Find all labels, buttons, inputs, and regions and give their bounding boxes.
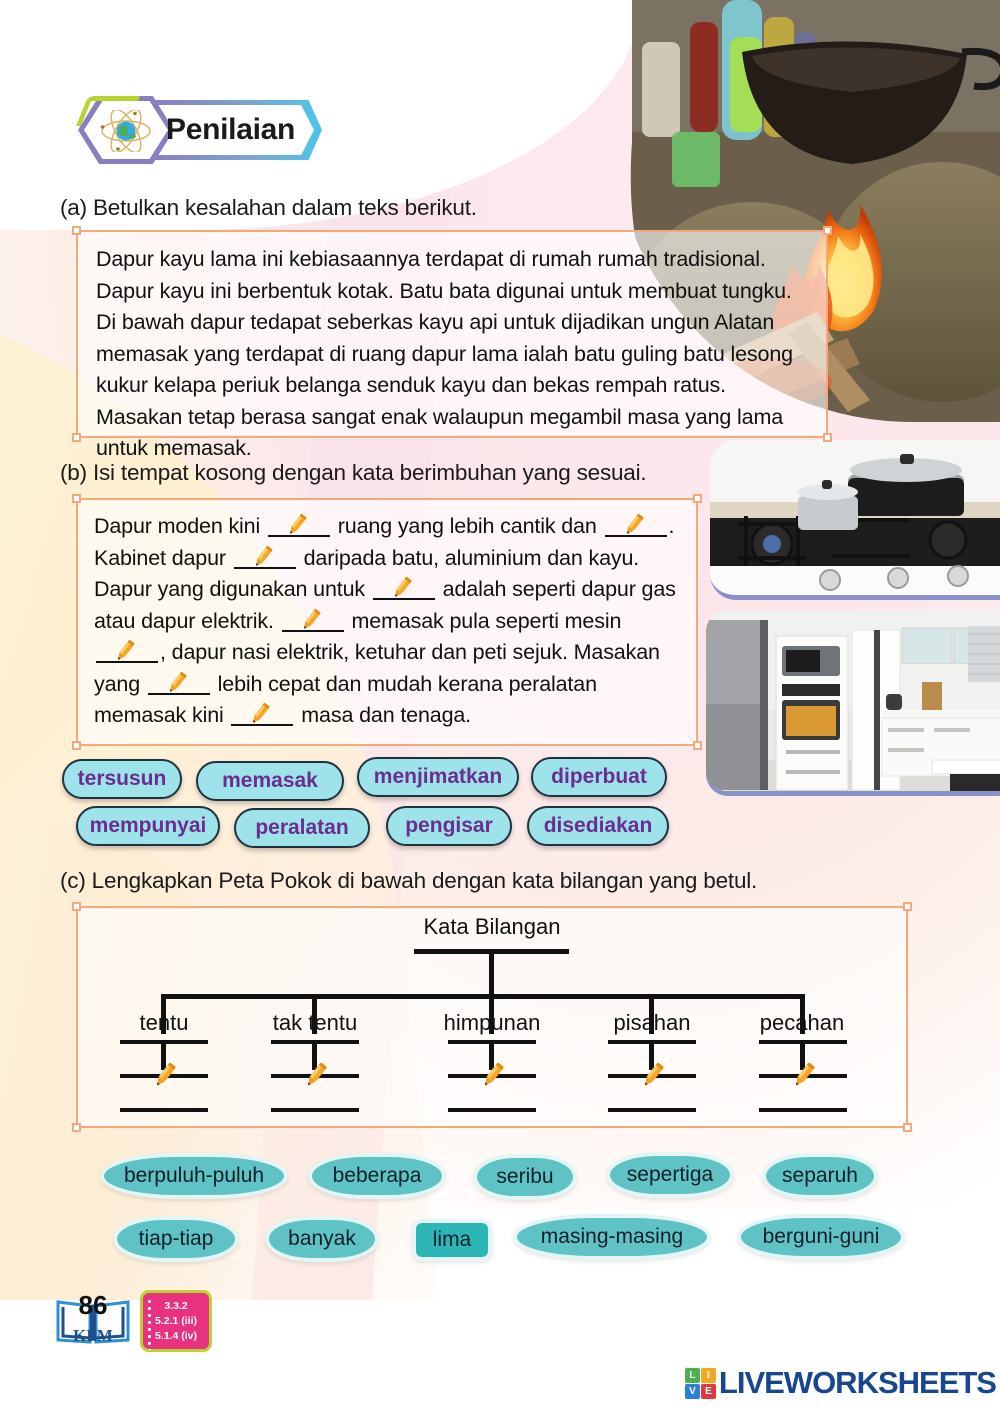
answer-blank-1[interactable] (267, 513, 330, 537)
perforation-dots (147, 1298, 152, 1350)
word-chip-berguni-guni[interactable]: berguni-guni (737, 1214, 905, 1260)
tree-connector (161, 994, 805, 999)
pencil-icon (644, 1062, 664, 1086)
code-line-1: 3.3.2 (164, 1299, 188, 1312)
pencil-icon (289, 513, 307, 534)
tree-root-label: Kata Bilangan (423, 914, 561, 939)
cloze-text-8: masa dan tenaga. (295, 703, 472, 727)
answer-blank-5[interactable] (281, 608, 344, 632)
word-chip-tersusun[interactable]: tersusun (62, 759, 182, 799)
tree-node-pecahan: pecahan (759, 1010, 845, 1035)
word-chip-peralatan[interactable]: peralatan (234, 808, 370, 848)
tree-answer-slot-4[interactable] (608, 1040, 696, 1112)
answer-blank-4[interactable] (372, 576, 435, 600)
kpm-label: KPM (73, 1326, 113, 1345)
question-b-label: (b) Isi tempat kosong dengan kata berimb… (60, 460, 647, 485)
question-b-cloze: Dapur moden kini ruang yang lebih cantik… (78, 500, 696, 732)
word-chip-lima[interactable]: lima (412, 1219, 492, 1261)
tree-map: Kata Bilangan tentu tak tentu himpunan p… (76, 906, 908, 1128)
logo-block-e: E (700, 1383, 716, 1399)
question-b-textbox: Dapur moden kini ruang yang lebih cantik… (72, 494, 702, 750)
penilaian-badge: Penilaian (75, 96, 322, 164)
logo-block-v: V (684, 1383, 700, 1399)
pencil-icon (626, 513, 644, 534)
logo-wordmark: LIVEWORKSHEETS (718, 1365, 997, 1400)
pencil-icon (156, 1062, 176, 1086)
question-a-textbox: Dapur kayu lama ini kebiasaannya terdapa… (72, 226, 832, 460)
word-chip-mempunyai[interactable]: mempunyai (76, 806, 220, 846)
answer-blank-8[interactable] (231, 702, 294, 726)
tree-node-tak-tentu: tak tentu (272, 1010, 358, 1035)
word-chip-disediakan[interactable]: disediakan (527, 806, 669, 846)
tree-node-himpunan: himpunan (443, 1010, 541, 1035)
liveworksheets-logo: L I V E LIVEWORKSHEETS (684, 1365, 997, 1400)
answer-blank-6[interactable] (96, 639, 158, 663)
tree-answer-slot-2[interactable] (271, 1040, 359, 1112)
curriculum-code-badge: 3.3.2 5.2.1 (iii) 5.1.4 (iv) (140, 1290, 212, 1352)
word-chip-separuh[interactable]: separuh (762, 1153, 878, 1199)
page-number-badge: 86 KPM (52, 1288, 134, 1358)
answer-blank-7[interactable] (147, 671, 210, 695)
logo-letter-blocks: L I V E (684, 1367, 716, 1399)
logo-block-l: L (684, 1367, 700, 1383)
page-number: 86 (78, 1290, 108, 1320)
word-chip-menjimatkan[interactable]: menjimatkan (357, 757, 519, 797)
word-chip-banyak[interactable]: banyak (265, 1216, 379, 1262)
word-chip-tiap-tiap[interactable]: tiap-tiap (113, 1216, 239, 1262)
cloze-text-1: ruang yang lebih cantik dan (331, 514, 603, 538)
tree-answer-slot-1[interactable] (120, 1040, 208, 1112)
question-a-label: (a) Betulkan kesalahan dalam teks beriku… (60, 195, 477, 220)
word-chip-pengisar[interactable]: pengisar (386, 806, 512, 846)
word-chip-berpuluh-puluh[interactable]: berpuluh-puluh (100, 1153, 288, 1199)
pencil-icon (394, 576, 412, 597)
tree-answer-slot-3[interactable] (448, 1040, 536, 1112)
code-line-2: 5.2.1 (iii) (154, 1314, 197, 1327)
code-line-3: 5.1.4 (iv) (154, 1329, 198, 1342)
penilaian-label: Penilaian (166, 113, 296, 146)
modern-kitchen-photo (706, 610, 1000, 796)
word-chip-memasak[interactable]: memasak (196, 761, 344, 801)
word-chip-diperbuat[interactable]: diperbuat (531, 757, 667, 797)
tree-node-tentu: tentu (139, 1010, 189, 1035)
word-chip-sepertiga[interactable]: sepertiga (606, 1152, 734, 1198)
pencil-icon (253, 702, 270, 723)
question-a-passage: Dapur kayu lama ini kebiasaannya terdapa… (96, 247, 793, 460)
word-chip-seribu[interactable]: seribu (473, 1154, 577, 1200)
cloze-text-5: memasak pula seperti mesin (345, 608, 622, 633)
cloze-text-0: Dapur moden kini (94, 514, 266, 538)
tree-root-stem (489, 954, 494, 996)
pencil-icon (118, 639, 135, 660)
word-chip-masing-masing[interactable]: masing-masing (513, 1214, 711, 1260)
globe-atom-icon (100, 110, 151, 152)
pencil-icon (484, 1062, 504, 1086)
word-chip-beberapa[interactable]: beberapa (308, 1153, 446, 1199)
pencil-icon (307, 1062, 327, 1086)
pencil-icon (303, 608, 321, 629)
question-c-label: (c) Lengkapkan Peta Pokok di bawah denga… (60, 868, 758, 893)
pencil-icon (169, 671, 187, 692)
answer-blank-3[interactable] (233, 545, 296, 569)
pencil-icon (255, 545, 273, 566)
logo-block-i: I (700, 1367, 716, 1383)
tree-answer-slot-5[interactable] (759, 1040, 847, 1112)
pencil-icon (795, 1062, 815, 1086)
tree-node-pisahan: pisahan (613, 1010, 691, 1035)
answer-blank-2[interactable] (604, 513, 667, 537)
